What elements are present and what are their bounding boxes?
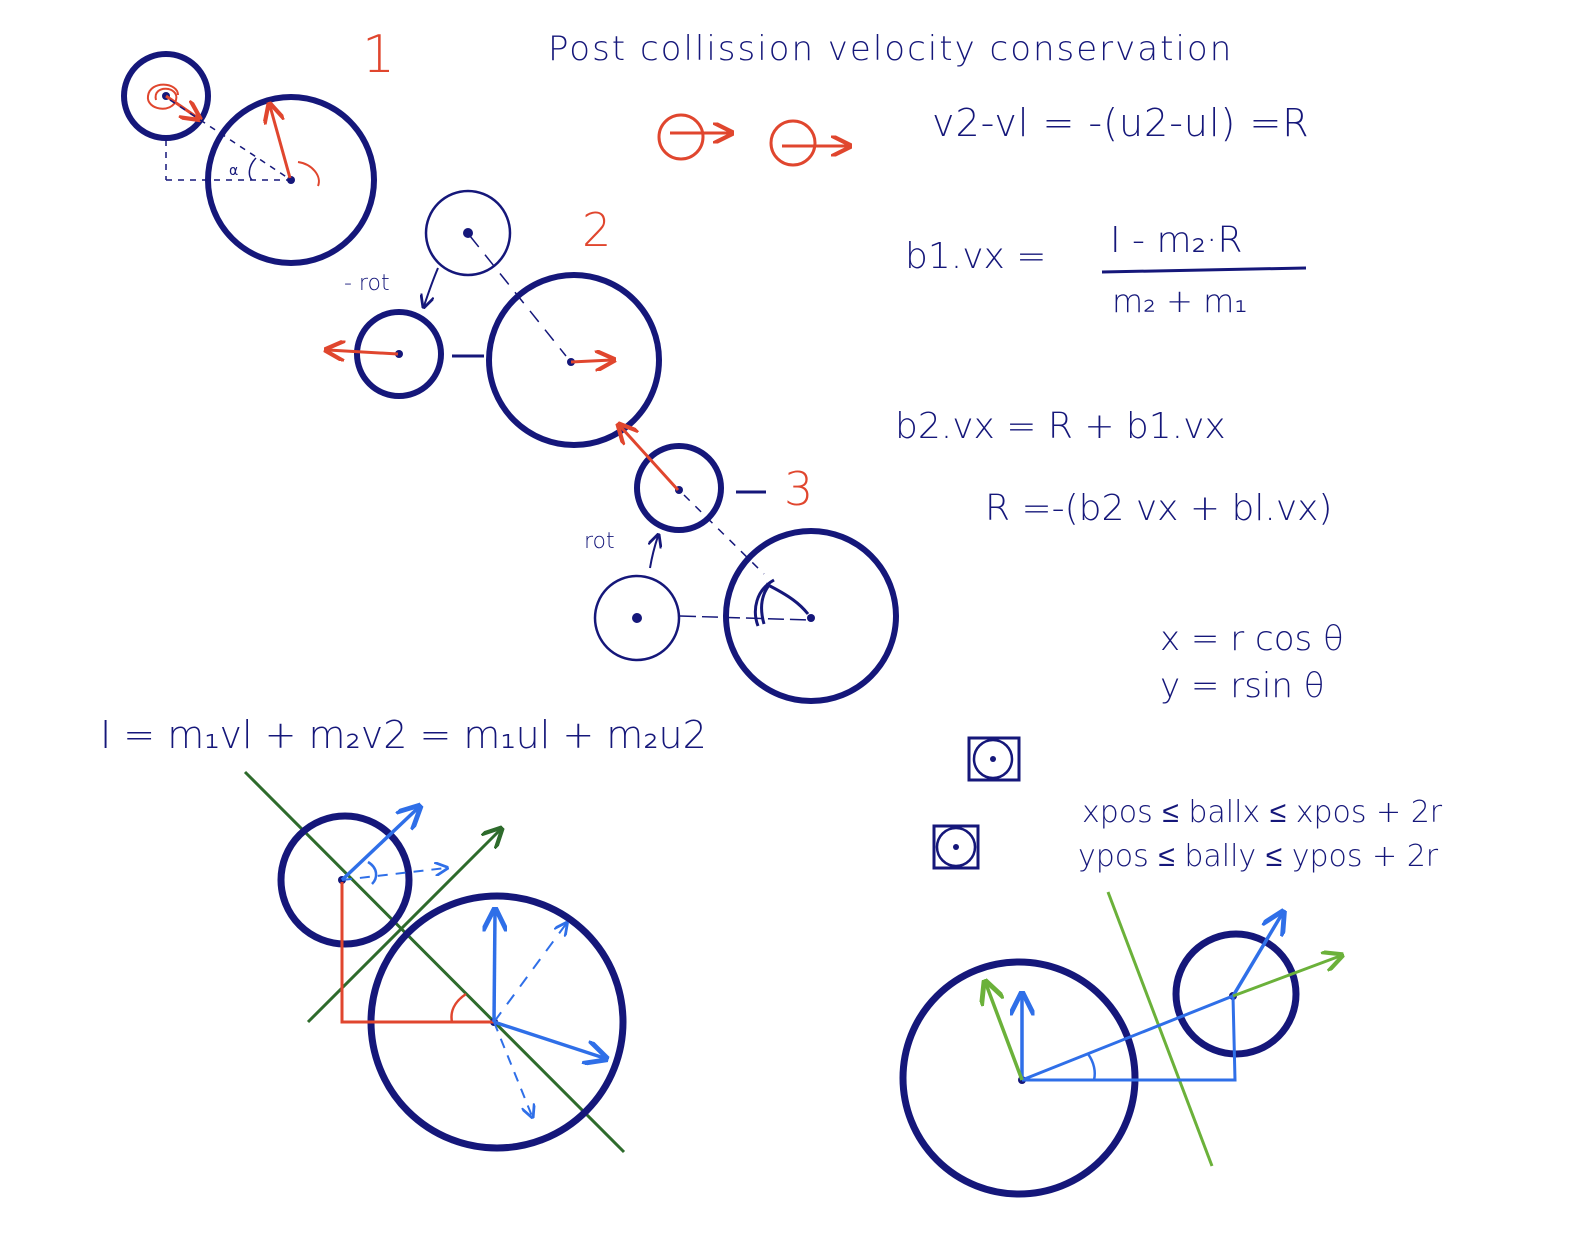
neg-rot-arrow xyxy=(424,267,439,306)
impact-scribble xyxy=(753,578,810,627)
large-ball-rotation-arc xyxy=(297,161,320,187)
large-ball-velocity-arrow xyxy=(270,106,292,179)
path-to-large-ball xyxy=(683,494,765,575)
small-ball-spin-scribble xyxy=(146,83,179,110)
small-ball xyxy=(121,51,211,141)
small-ball-velocity-arrow xyxy=(620,426,680,492)
b1-vx-denominator: m₂ + m₁ xyxy=(1112,282,1247,320)
ghost-ball xyxy=(593,574,681,662)
center-triangle xyxy=(1021,993,1237,1082)
step-1-diagram: 1 α xyxy=(121,25,395,266)
step-2-diagram: 2 - rot xyxy=(328,189,662,448)
small-ball-green-arrow xyxy=(1232,956,1340,998)
neg-rot-label: - rot xyxy=(344,271,390,296)
step-2-number: 2 xyxy=(582,203,611,257)
b1-vx-numerator: I - m₂·R xyxy=(1110,220,1242,261)
tangent-line xyxy=(306,830,500,1024)
small-ball-angle-mark xyxy=(367,860,378,885)
ball-center xyxy=(990,756,996,762)
step-1-number: 1 xyxy=(362,25,395,85)
large-ball-normal-component xyxy=(493,1021,532,1116)
small-ball-tangent-component xyxy=(341,868,446,881)
ghost-ball-center xyxy=(632,613,642,623)
b1-vx-lhs: b1.vx = xyxy=(905,236,1046,277)
small-ball-blue-arrow xyxy=(1231,914,1282,997)
angle-arc xyxy=(450,992,467,1023)
y-polar-equation: y = rsin θ xyxy=(1160,666,1325,706)
collision-normal-line xyxy=(243,770,626,1154)
ghost-ball-center xyxy=(463,228,473,238)
ball-icon xyxy=(657,113,705,161)
relative-velocity-equation: v2-vl = -(u2-ul) =R xyxy=(932,101,1310,145)
angle-geometry-diagram xyxy=(899,891,1340,1198)
sketch-title: Post collission velocity conservation xyxy=(548,29,1233,69)
bounding-box-icon xyxy=(932,824,980,870)
large-ball-result-arrow xyxy=(493,1020,604,1058)
small-ball xyxy=(634,443,724,533)
collision-geometry-diagram xyxy=(243,770,627,1154)
impulse-equation: I = m₁vl + m₂v2 = m₁ul + m₂u2 xyxy=(100,713,707,757)
b2-vx-equation: b2.vx = R + b1.vx xyxy=(895,406,1226,447)
small-ball xyxy=(354,309,444,399)
large-ball-green-arrow xyxy=(986,984,1024,1081)
ball-icon xyxy=(769,119,817,167)
x-polar-equation: x = r cos θ xyxy=(1160,619,1344,659)
large-ball-velocity-arrow xyxy=(570,360,612,362)
bounding-box-icon xyxy=(967,736,1021,782)
separation-line xyxy=(1106,891,1214,1167)
alpha-label: α xyxy=(229,163,238,179)
large-ball xyxy=(486,272,662,448)
ball-in-box-icon xyxy=(972,738,1014,780)
ball-in-box-icon xyxy=(935,826,977,868)
theta-angle-arc xyxy=(1086,1053,1096,1081)
r-definition-equation: R =-(b2 vx + bl.vx) xyxy=(985,488,1332,529)
small-ball-velocity-arrow xyxy=(340,808,418,882)
rot-label: rot xyxy=(584,529,615,554)
ghost-ball-before xyxy=(424,189,512,277)
step-3-number: 3 xyxy=(784,462,813,516)
small-ball-velocity-arrow xyxy=(328,350,399,354)
large-ball-dashed-component xyxy=(493,924,566,1023)
ypos-range-inequality: ypos ≤ bally ≤ ypos + 2r xyxy=(1078,839,1439,874)
rot-arrow xyxy=(650,536,658,569)
bounding-box-icons xyxy=(932,736,1021,870)
fraction-bar xyxy=(1101,266,1307,274)
large-ball xyxy=(899,958,1139,1198)
small-ball xyxy=(1172,930,1300,1058)
small-ball-center xyxy=(395,350,403,358)
step-3-diagram: 3 rot xyxy=(584,426,899,704)
ball-velocity-icons xyxy=(657,113,848,167)
small-ball xyxy=(277,812,413,948)
large-ball-center xyxy=(807,614,815,622)
large-ball xyxy=(723,528,899,704)
ball-center xyxy=(953,844,959,850)
large-ball-up-arrow xyxy=(494,912,495,1023)
right-triangle-legs xyxy=(340,882,494,1024)
ghost-path xyxy=(679,615,809,621)
xpos-range-inequality: xpos ≤ ballx ≤ xpos + 2r xyxy=(1082,795,1443,830)
angle-arc xyxy=(248,157,257,181)
